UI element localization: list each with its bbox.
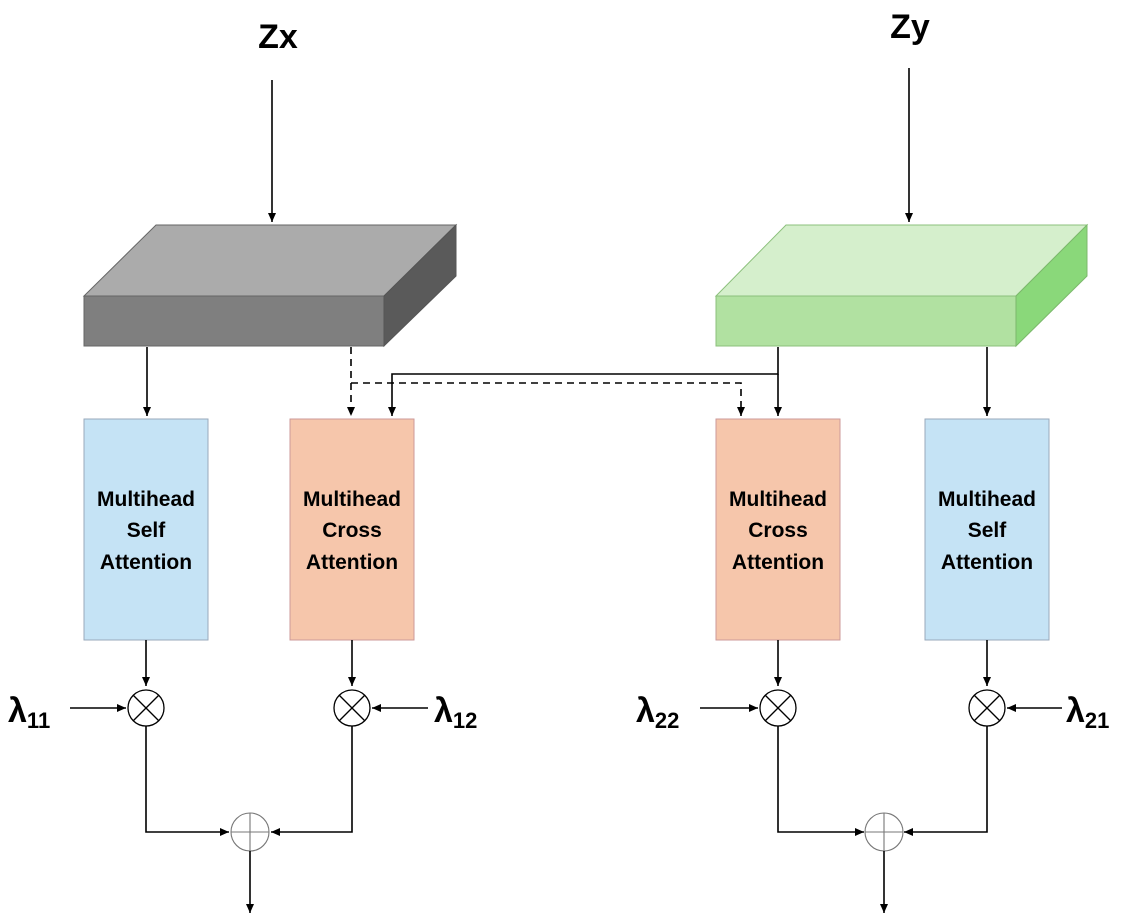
block-right-cross-attention: Multihead Cross Attention (715, 418, 841, 641)
add-operator-left (230, 812, 270, 852)
add-operator-right (864, 812, 904, 852)
input-label-zy: Zy (890, 8, 930, 46)
block-label-line: Multihead (729, 488, 827, 511)
multiply-operator-left-cross (333, 689, 371, 727)
block-label-line: Multihead (303, 488, 401, 511)
block-label-line: Self (127, 519, 167, 542)
prism-zy (714, 223, 1089, 348)
prism-zx (82, 223, 458, 348)
multiply-operator-right-self (968, 689, 1006, 727)
block-label-line: Multihead (938, 488, 1036, 511)
block-label-line: Cross (748, 519, 808, 542)
weight-label-l11: λ11 (8, 692, 50, 733)
multiply-operator-left-self (127, 689, 165, 727)
block-label-line: Cross (322, 519, 382, 542)
block-label-line: Attention (306, 551, 398, 574)
block-label-line: Attention (732, 551, 824, 574)
block-label-line: Self (968, 519, 1008, 542)
line-right-self-to-add (904, 726, 988, 836)
block-left-cross-attention: Multihead Cross Attention (289, 418, 415, 641)
solid-zy-to-left-cross (388, 347, 779, 416)
weight-label-l12: λ12 (434, 692, 477, 733)
block-left-self-attention: Multihead Self Attention (83, 418, 209, 641)
block-right-self-attention: Multihead Self Attention (924, 418, 1050, 641)
line-left-self-to-add (145, 726, 229, 836)
dashed-zx-to-right-cross (350, 347, 745, 416)
multiply-operator-right-cross (759, 689, 797, 727)
block-label-line: Attention (941, 551, 1033, 574)
line-right-cross-to-add (777, 726, 864, 836)
input-label-zx: Zx (258, 18, 298, 56)
line-left-cross-to-add (271, 726, 353, 836)
weight-label-l22: λ22 (636, 692, 679, 733)
block-label-line: Multihead (97, 488, 195, 511)
weight-label-l21: λ21 (1066, 692, 1109, 733)
block-label-line: Attention (100, 551, 192, 574)
